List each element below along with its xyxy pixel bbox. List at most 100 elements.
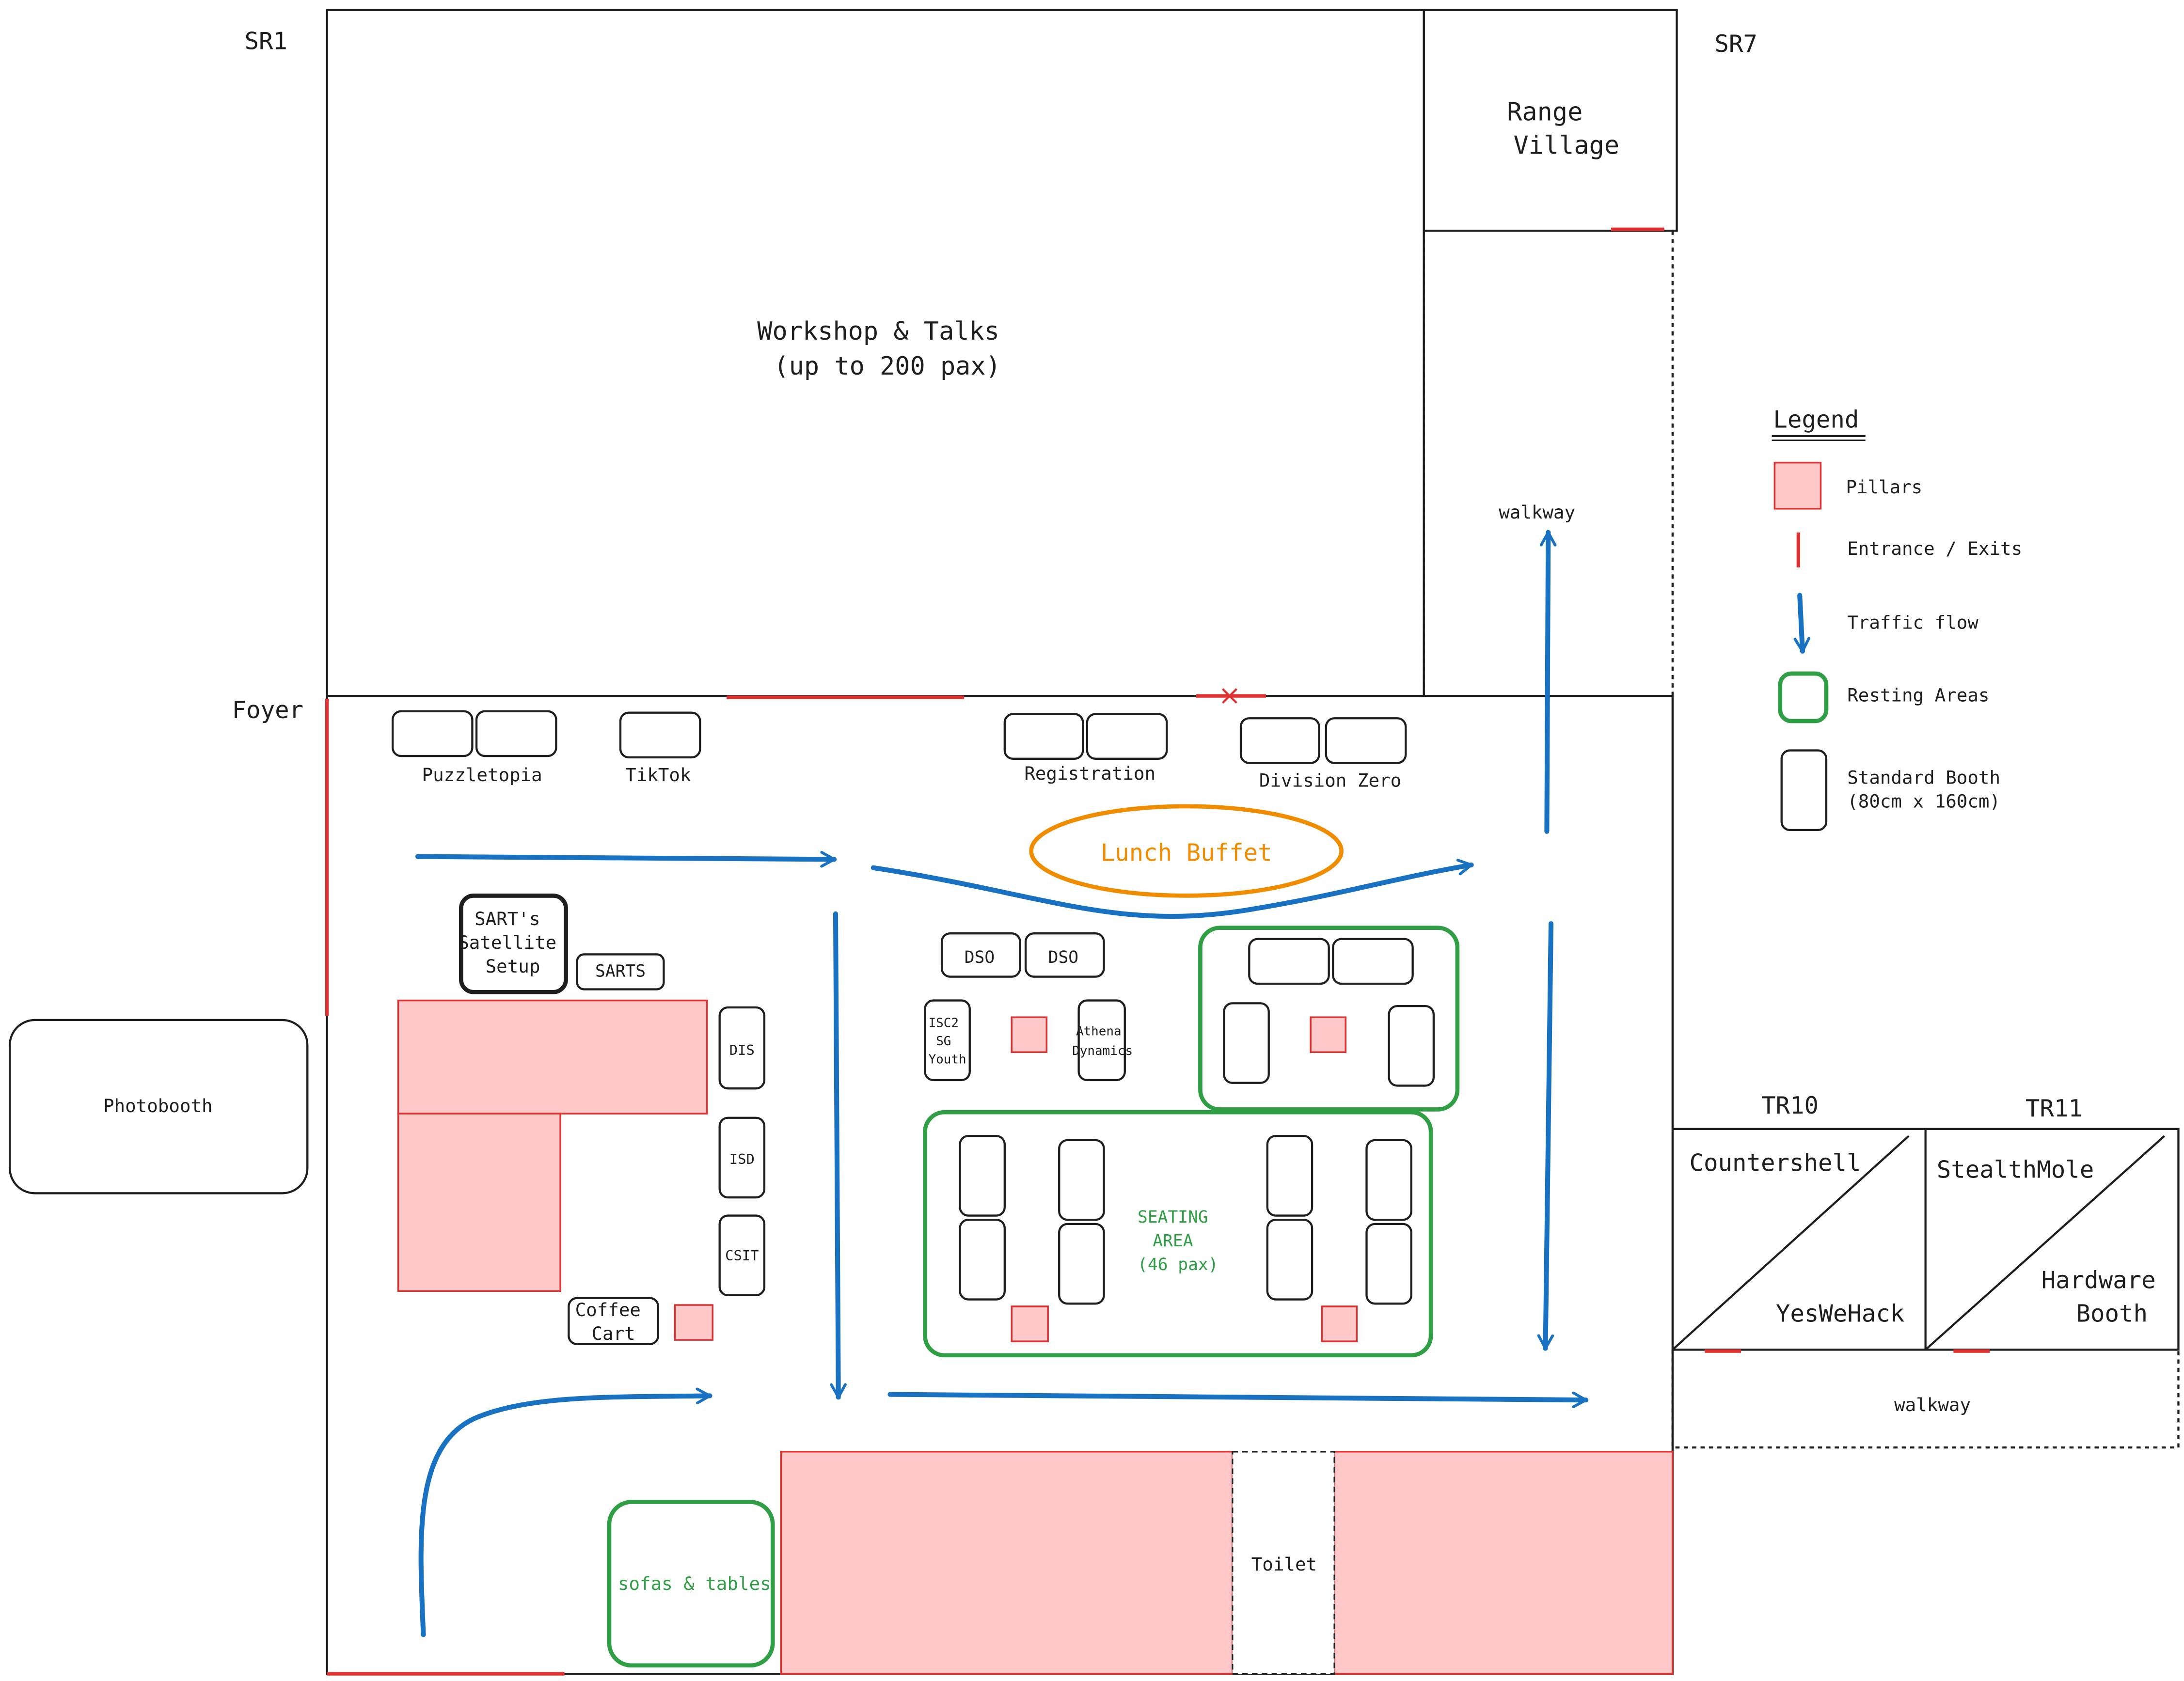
isc2-line-2: SG [936,1034,951,1049]
coffee-line-2: Cart [591,1323,635,1344]
pillar-bottom-left [780,1451,1234,1675]
tr11-label: TR11 [2026,1095,2083,1122]
seating-area-label: SEATING AREA (46 pax) [1138,1208,1219,1274]
booth-coffee-cart [568,1297,660,1345]
booth-sarts-satellite [459,894,568,994]
legend-booth-label: Standard Booth (80cm x 160cm) [1847,767,2011,812]
booth-dso-1 [940,932,1021,978]
sr1-label: SR1 [245,27,288,55]
walkway-bottom-label: walkway [1894,1394,1971,1415]
athena-line-2: Dynamics [1072,1044,1133,1058]
entrances [325,227,1990,1676]
legend-traffic-label: Traffic flow [1847,612,1978,633]
booth-csit [718,1214,766,1297]
booth-isc2 [924,999,971,1082]
coffee-line-1: Coffee [575,1299,641,1320]
registration-label: Registration [1024,763,1155,784]
sofas-area [607,1500,775,1668]
traffic-arrow-7 [1539,530,1557,834]
hardware-booth-label: Hardware Booth [2042,1266,2170,1327]
athena-label: Athena Dynamics [1072,1024,1133,1058]
dis-label: DIS [729,1042,755,1058]
tr10-room [1672,1128,1927,1351]
rest-booth-2 [1332,938,1414,985]
athena-line-1: Athena [1076,1024,1122,1039]
isc2-line-3: Youth [929,1052,966,1067]
workshop-line-1: Workshop & Talks [757,317,999,346]
traffic-arrow-4 [418,1387,712,1637]
puzzletopia-label: Puzzletopia [422,764,542,786]
traffic-arrow-6 [1537,921,1554,1351]
legend: Legend Pillars Entrance / Exits Traffic … [1772,406,2022,832]
tr11-room [1925,1128,2180,1351]
legend-title: Legend [1773,406,1859,434]
lunch-buffet-label: Lunch Buffet [1101,839,1272,866]
sarts-satellite-line-2: Satellite [458,932,556,953]
countershell-divider [1672,1135,1910,1351]
booth-isd [718,1116,766,1199]
toilet-room [1232,1451,1335,1675]
hardware-line-2: Booth [2076,1300,2148,1328]
booth-division-zero-1 [1239,717,1320,764]
csit-label: CSIT [725,1247,759,1264]
booth-puzzletopia-1 [391,710,474,757]
pillar-dso [1011,1016,1048,1053]
seat-booth-6 [1266,1219,1314,1301]
stealthmole-label: StealthMole [1937,1156,2094,1184]
resting-areas [607,926,1460,1668]
pillar-rest [1310,1016,1346,1053]
countershell-label: Countershell [1689,1149,1861,1177]
resting-area-top [1198,926,1460,1112]
sarts-satellite-label: SART's Satellite Setup [458,908,568,977]
range-village-label: Range Village [1507,97,1619,160]
pillar-bottom-right [1333,1451,1674,1675]
legend-booth-line-2: (80cm x 160cm) [1847,791,2000,812]
sarts-label: SARTS [595,962,646,981]
pillar-block-l-top [397,999,708,1115]
traffic-arrow-3 [830,911,847,1400]
rest-booth-4 [1388,1005,1435,1087]
booth-registration-1 [1003,713,1084,760]
coffee-cart-label: Coffee Cart [575,1299,652,1344]
seat-booth-1 [959,1135,1006,1217]
pillar-icon [1773,461,1822,510]
seating-area [923,1110,1433,1358]
rest-booth-1 [1248,938,1330,985]
seating-line-2: AREA [1153,1231,1193,1251]
yeswehack-label: YesWeHack [1776,1300,1905,1328]
seat-booth-5 [1266,1135,1314,1217]
booth-puzzletopia-2 [475,710,557,757]
booth-dso-2 [1024,932,1105,978]
pillar-coffee [674,1304,714,1341]
dso-1-label: DSO [965,948,995,967]
seat-booth-7 [1365,1139,1412,1221]
pillar-block-l-bottom [397,1113,561,1292]
division-zero-label: Division Zero [1259,770,1401,791]
seat-booth-4 [1058,1223,1105,1305]
pillar-seat-right [1321,1305,1358,1342]
tr10-label: TR10 [1761,1092,1819,1119]
sarts-satellite-line-1: SART's [475,908,540,929]
rest-booth-3 [1223,1002,1270,1084]
isd-label: ISD [729,1151,755,1167]
seat-booth-2 [959,1219,1006,1301]
workshop-label: Workshop & Talks (up to 200 pax) [757,317,1014,381]
foyer-label: Foyer [232,696,304,724]
hardware-line-1: Hardware [2042,1266,2156,1294]
seat-booth-8 [1365,1223,1412,1305]
booth-division-zero-2 [1325,717,1407,764]
booth-athena [1077,999,1126,1082]
booth-registration-2 [1086,713,1168,760]
range-village-line-2: Village [1513,131,1619,160]
tiktok-label: TikTok [625,764,691,786]
booth-tiktok [619,711,701,759]
photobooth [9,1019,309,1194]
traffic-flow [415,530,1589,1637]
traffic-arrow-1 [415,850,837,868]
pillars [397,999,1674,1675]
lunch-buffet-oval [1029,804,1344,898]
blocked-exit-icon [1222,688,1237,704]
booths [9,710,1435,1345]
workshop-line-2: (up to 200 pax) [774,352,1000,381]
